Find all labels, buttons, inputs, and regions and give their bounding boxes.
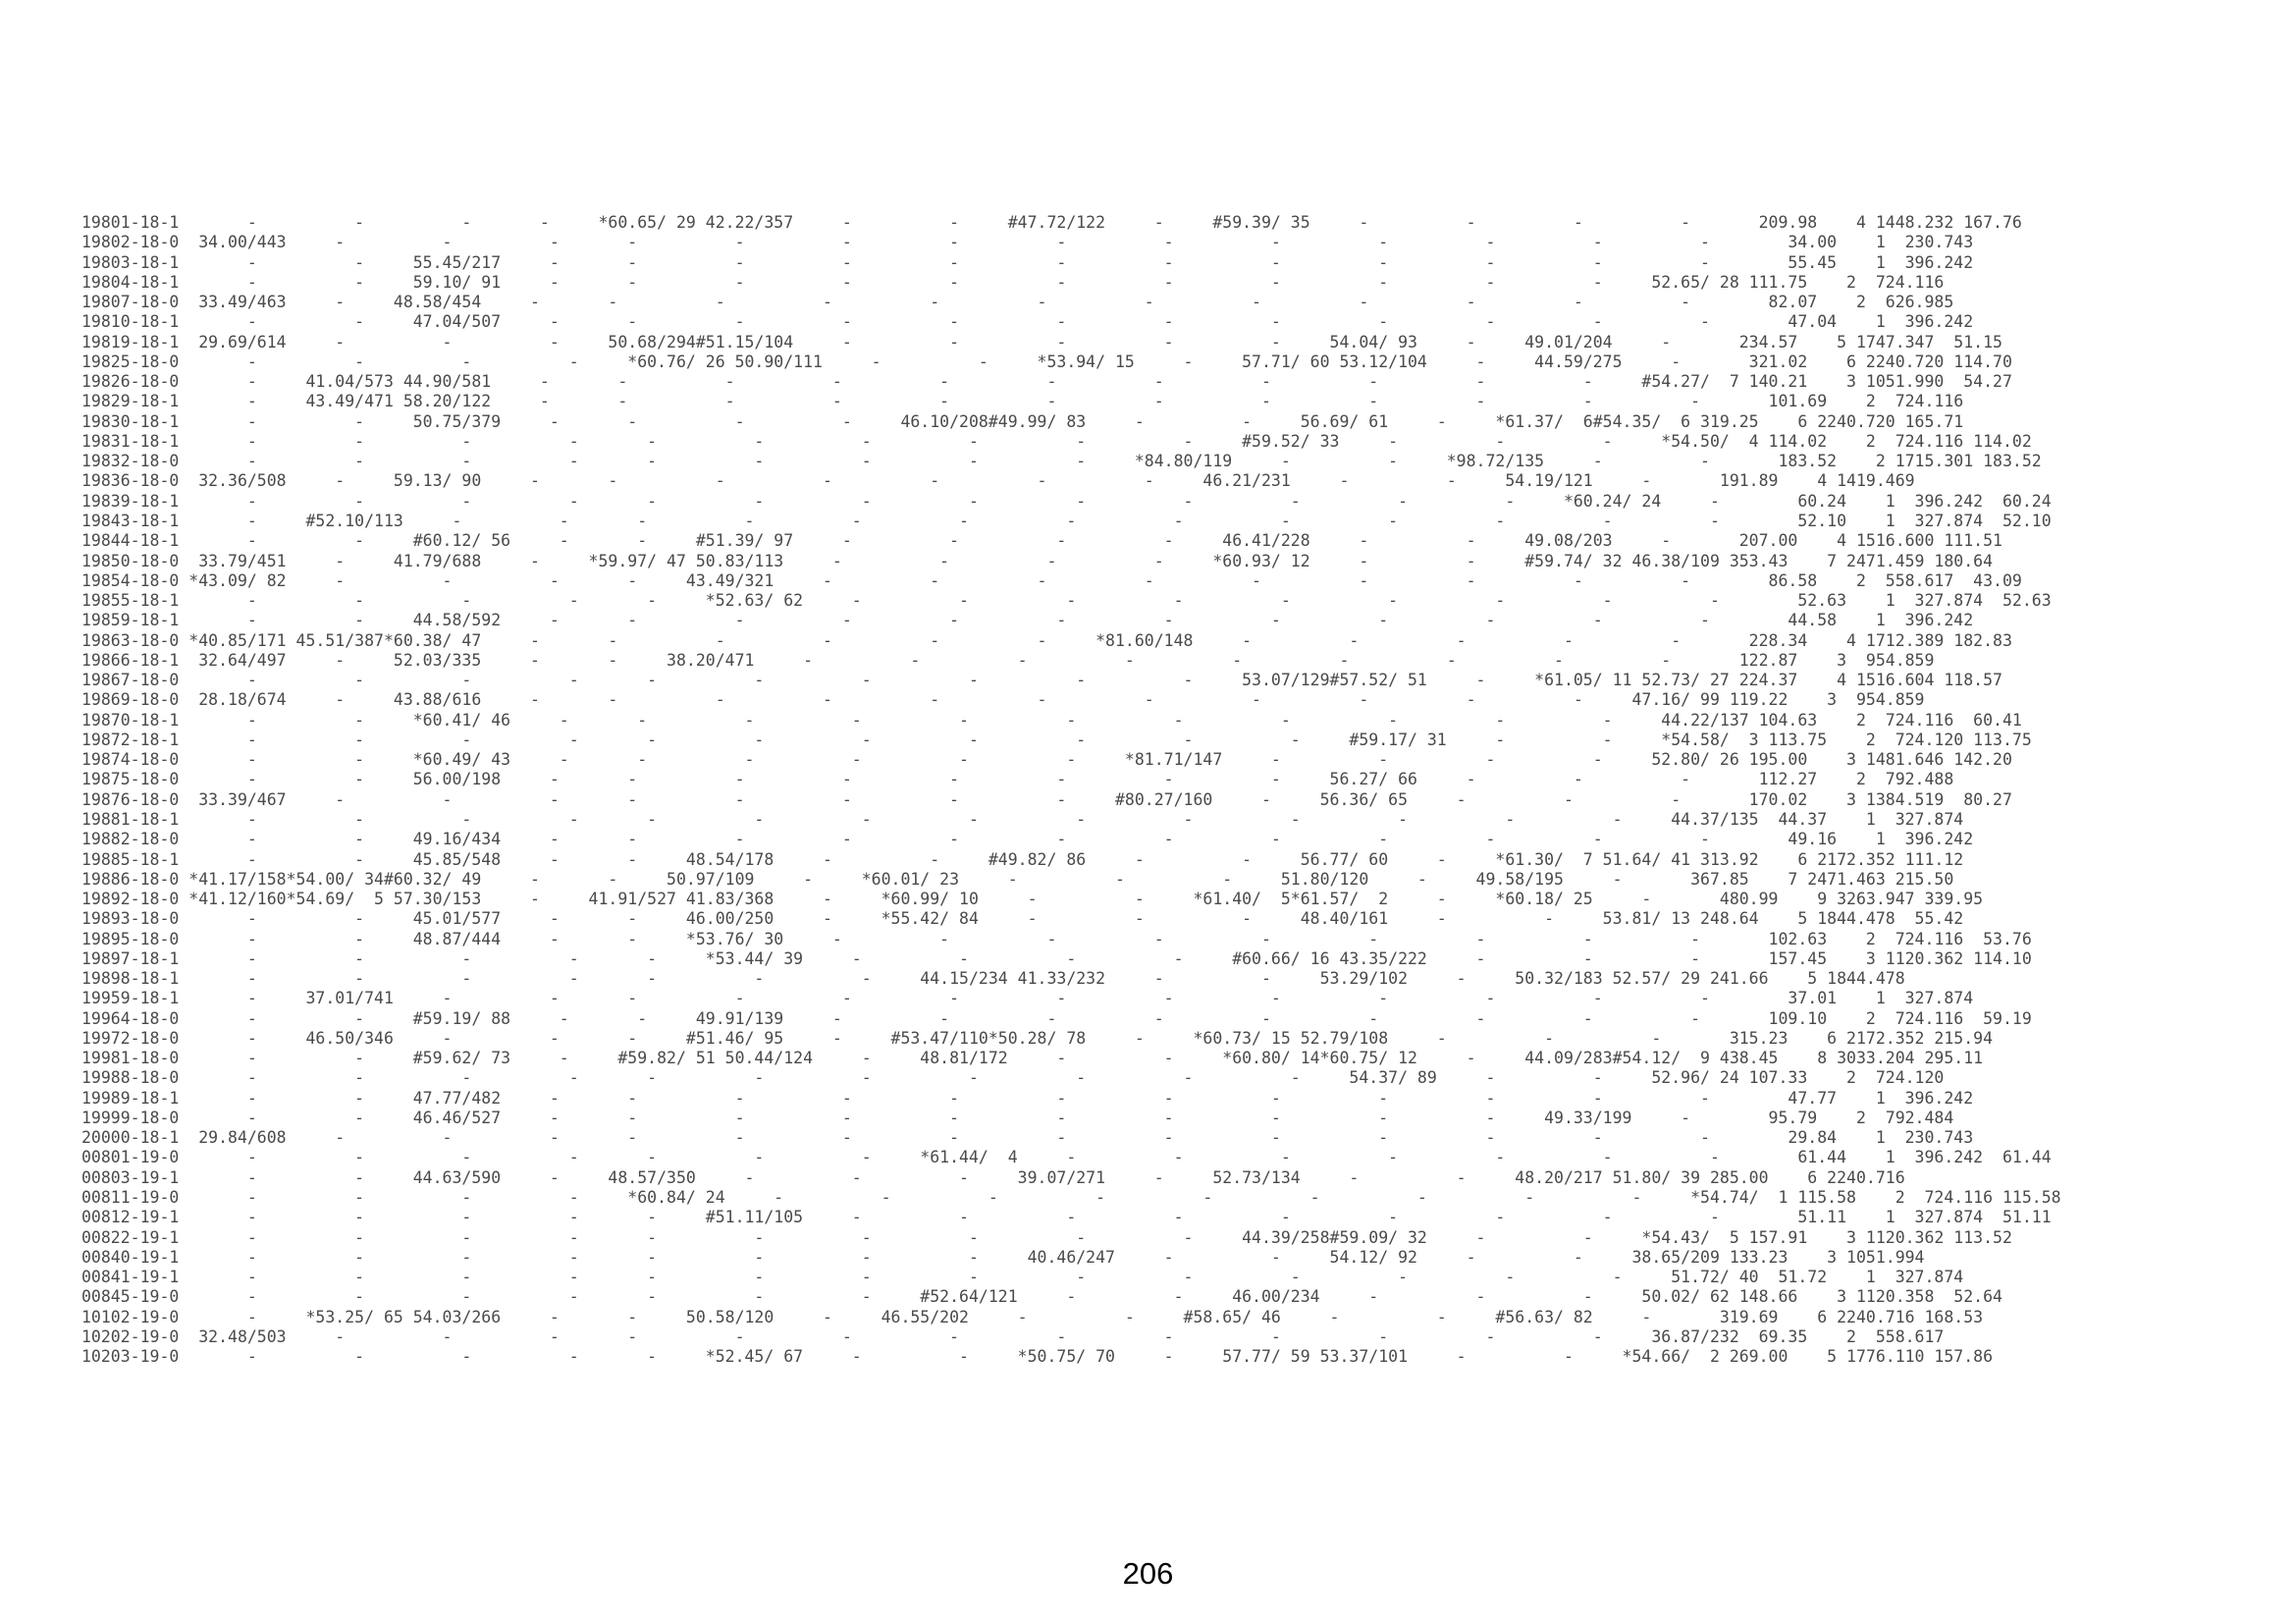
table-row: 19892-18-0 *41.12/160*54.69/ 5 57.30/153…: [81, 890, 1984, 909]
table-row: 19897-18-1 - - - - - *53.44/ 39 - - - - …: [81, 948, 2032, 968]
table-row: 19854-18-0 *43.09/ 82 - - - - 43.49/321 …: [81, 570, 2022, 590]
data-table: 19801-18-1 - - - - *60.65/ 29 42.22/357 …: [81, 213, 2061, 1367]
table-row: 00840-19-1 - - - - - - - - 40.46/247 - -…: [81, 1247, 1925, 1267]
table-row: 19989-18-1 - - 47.77/482 - - - - - - - -…: [81, 1088, 1974, 1108]
table-row: 19972-18-0 - 46.50/346 - - - #51.46/ 95 …: [81, 1028, 1994, 1048]
table-row: 19810-18-1 - - 47.04/507 - - - - - - - -…: [81, 312, 1974, 332]
table-row: 19882-18-0 - - 49.16/434 - - - - - - - -…: [81, 830, 1974, 849]
table-row: 19875-18-0 - - 56.00/198 - - - - - - - -…: [81, 770, 1954, 789]
table-row: 19866-18-1 32.64/497 - 52.03/335 - - 38.…: [81, 650, 1935, 670]
table-row: 00845-19-0 - - - - - - - #52.64/121 - - …: [81, 1287, 2002, 1307]
table-row: 19863-18-0 *40.85/171 45.51/387*60.38/ 4…: [81, 630, 2012, 650]
table-row: 10102-19-0 - *53.25/ 65 54.03/266 - - 50…: [81, 1307, 1984, 1326]
table-row: 00803-19-1 - - 44.63/590 - 48.57/350 - -…: [81, 1167, 1905, 1187]
table-row: 19832-18-0 - - - - - - - - - *84.80/119 …: [81, 452, 2042, 471]
table-row: 19829-18-1 - 43.49/471 58.20/122 - - - -…: [81, 392, 1964, 411]
table-row: 19819-18-1 29.69/614 - - - 50.68/294#51.…: [81, 332, 2002, 352]
table-row: 19872-18-1 - - - - - - - - - - - #59.17/…: [81, 730, 2032, 749]
table-row: 19895-18-0 - - 48.87/444 - - *53.76/ 30 …: [81, 929, 2032, 948]
table-row: 19825-18-0 - - - - *60.76/ 26 50.90/111 …: [81, 352, 2012, 371]
table-row: 19874-18-0 - - *60.49/ 43 - - - - - - *8…: [81, 750, 2012, 770]
table-row: 19807-18-0 33.49/463 - 48.58/454 - - - -…: [81, 293, 1954, 312]
table-row: 19844-18-1 - - #60.12/ 56 - - #51.39/ 97…: [81, 531, 2002, 551]
table-row: 19999-18-0 - - 46.46/527 - - - - - - - -…: [81, 1108, 1954, 1127]
table-row: 19839-18-1 - - - - - - - - - - - - - *60…: [81, 491, 2052, 511]
table-row: 00841-19-1 - - - - - - - - - - - - - - 5…: [81, 1268, 1964, 1287]
table-row: 20000-18-1 29.84/608 - - - - - - - - - -…: [81, 1128, 1974, 1148]
table-row: 19964-18-0 - - #59.19/ 88 - - 49.91/139 …: [81, 1008, 2032, 1028]
table-row: 19885-18-1 - - 45.85/548 - - 48.54/178 -…: [81, 849, 1964, 869]
table-row: 19859-18-1 - - 44.58/592 - - - - - - - -…: [81, 611, 1974, 630]
table-row: 19836-18-0 32.36/508 - 59.13/ 90 - - - -…: [81, 471, 1915, 491]
table-row: 19981-18-0 - - #59.62/ 73 - #59.82/ 51 5…: [81, 1049, 1984, 1068]
table-row: 10202-19-0 32.48/503 - - - - - - - - - -…: [81, 1326, 1945, 1346]
table-row: 19803-18-1 - - 55.45/217 - - - - - - - -…: [81, 252, 1974, 272]
table-row: 19869-18-0 28.18/674 - 43.88/616 - - - -…: [81, 690, 1925, 710]
table-row: 19988-18-0 - - - - - - - - - - - 54.37/ …: [81, 1068, 1945, 1088]
table-row: 19801-18-1 - - - - *60.65/ 29 42.22/357 …: [81, 213, 2022, 232]
page-number: 206: [1122, 1556, 1174, 1591]
table-row: 10203-19-0 - - - - - *52.45/ 67 - - *50.…: [81, 1347, 1994, 1367]
table-row: 19843-18-1 - #52.10/113 - - - - - - - - …: [81, 511, 2052, 530]
table-row: 00812-19-1 - - - - - #51.11/105 - - - - …: [81, 1208, 2052, 1227]
table-row: 19870-18-1 - - *60.41/ 46 - - - - - - - …: [81, 710, 2022, 730]
table-row: 19893-18-0 - - 45.01/577 - - 46.00/250 -…: [81, 909, 1964, 929]
table-row: 00822-19-1 - - - - - - - - - - 44.39/258…: [81, 1227, 2012, 1247]
table-row: 19881-18-1 - - - - - - - - - - - - - - 4…: [81, 809, 1964, 829]
table-row: 19876-18-0 33.39/467 - - - - - - - - #80…: [81, 789, 2012, 809]
table-row: 19802-18-0 34.00/443 - - - - - - - - - -…: [81, 233, 1974, 252]
table-row: 19804-18-1 - - 59.10/ 91 - - - - - - - -…: [81, 272, 1945, 292]
table-row: 19867-18-0 - - - - - - - - - - 53.07/129…: [81, 671, 2002, 690]
table-row: 19850-18-0 33.79/451 - 41.79/688 - *59.9…: [81, 551, 1994, 570]
table-row: 19898-18-1 - - - - - - - 44.15/234 41.33…: [81, 969, 1905, 989]
table-row: 00811-19-0 - - - - *60.84/ 24 - - - - - …: [81, 1188, 2061, 1208]
table-row: 19831-18-1 - - - - - - - - - - #59.52/ 3…: [81, 431, 2032, 451]
table-row: 00801-19-0 - - - - - - - *61.44/ 4 - - -…: [81, 1148, 2052, 1167]
table-row: 19886-18-0 *41.17/158*54.00/ 34#60.32/ 4…: [81, 869, 1954, 889]
table-row: 19959-18-1 - 37.01/741 - - - - - - - - -…: [81, 989, 1974, 1008]
table-row: 19826-18-0 - 41.04/573 44.90/581 - - - -…: [81, 372, 2012, 392]
table-row: 19855-18-1 - - - - - *52.63/ 62 - - - - …: [81, 591, 2052, 611]
table-row: 19830-18-1 - - 50.75/379 - - - - 46.10/2…: [81, 411, 1964, 431]
